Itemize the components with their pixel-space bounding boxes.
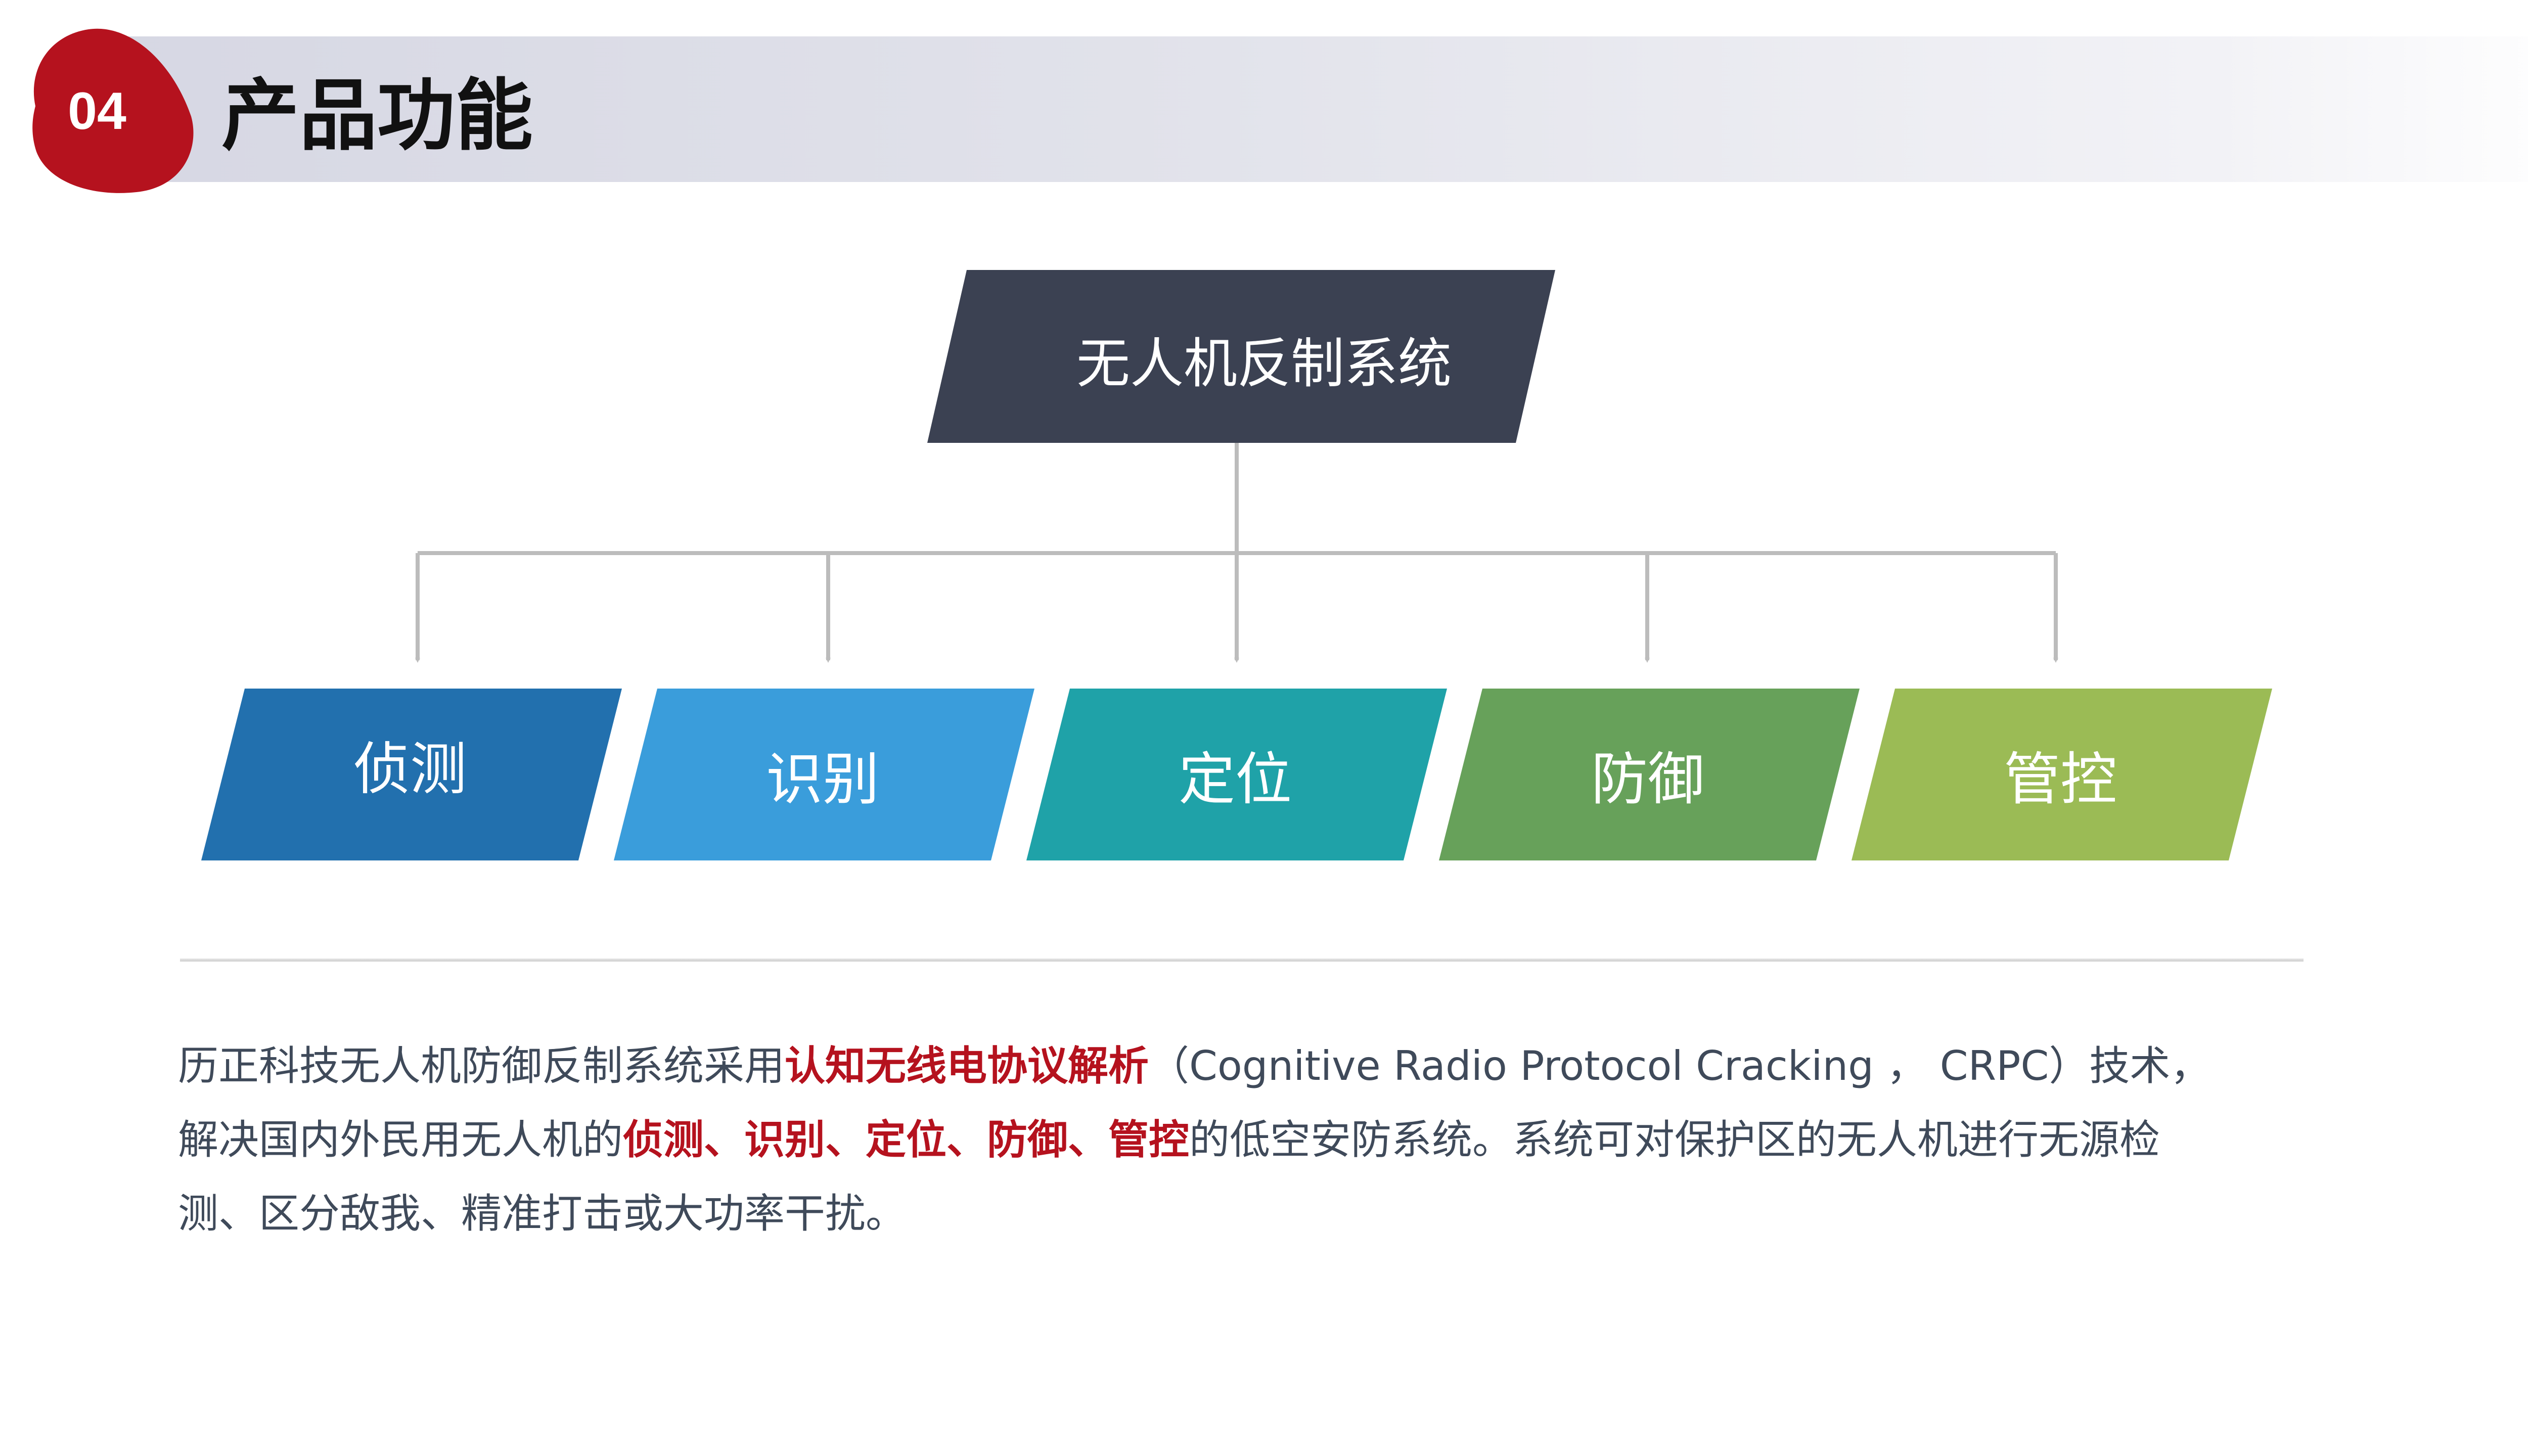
- description-highlight: 认知无线电协议解析: [785, 1042, 1149, 1089]
- description-text: 解决国内外民用无人机的: [178, 1116, 623, 1163]
- node-detect: [201, 689, 622, 860]
- description-line-2: 解决国内外民用无人机的侦测、识别、定位、防御、管控的低空安防系统。系统可对保护区…: [178, 1103, 2332, 1177]
- description-text: （Cognitive Radio Protocol Cracking ， CRP…: [1149, 1042, 2211, 1089]
- node-identify: [614, 689, 1034, 860]
- description-paragraph: 历正科技无人机防御反制系统采用认知无线电协议解析（Cognitive Radio…: [178, 1029, 2332, 1251]
- root-node: [927, 270, 1555, 443]
- node-locate-label: 定位: [1179, 747, 1292, 812]
- description-text: 历正科技无人机防御反制系统采用: [178, 1042, 785, 1089]
- description-text: 测、区分敌我、精准打击或大功率干扰。: [178, 1190, 906, 1237]
- node-defend: [1439, 689, 1860, 860]
- description-text: 的低空安防系统。系统可对保护区的无人机进行无源检: [1189, 1116, 2160, 1163]
- node-defend-label: 防御: [1591, 747, 1704, 812]
- node-control-label: 管控: [2004, 747, 2117, 812]
- description-line-3: 测、区分敌我、精准打击或大功率干扰。: [178, 1177, 2332, 1251]
- section-badge: [32, 28, 194, 193]
- description-highlight: 侦测、识别、定位、防御、管控: [623, 1116, 1189, 1163]
- section-number: 04: [68, 82, 126, 141]
- connector-lines: [415, 443, 2058, 663]
- node-control: [1852, 689, 2272, 860]
- node-identify-label: 识别: [766, 747, 879, 812]
- page-title: 产品功能: [221, 71, 533, 161]
- badge-shape: [32, 28, 194, 193]
- divider: [180, 959, 2304, 962]
- node-detect-label: 侦测: [353, 737, 467, 802]
- header-band: [99, 36, 2528, 182]
- root-node-label: 无人机反制系统: [1076, 333, 1452, 395]
- node-locate: [1026, 689, 1447, 860]
- description-line-1: 历正科技无人机防御反制系统采用认知无线电协议解析（Cognitive Radio…: [178, 1029, 2332, 1103]
